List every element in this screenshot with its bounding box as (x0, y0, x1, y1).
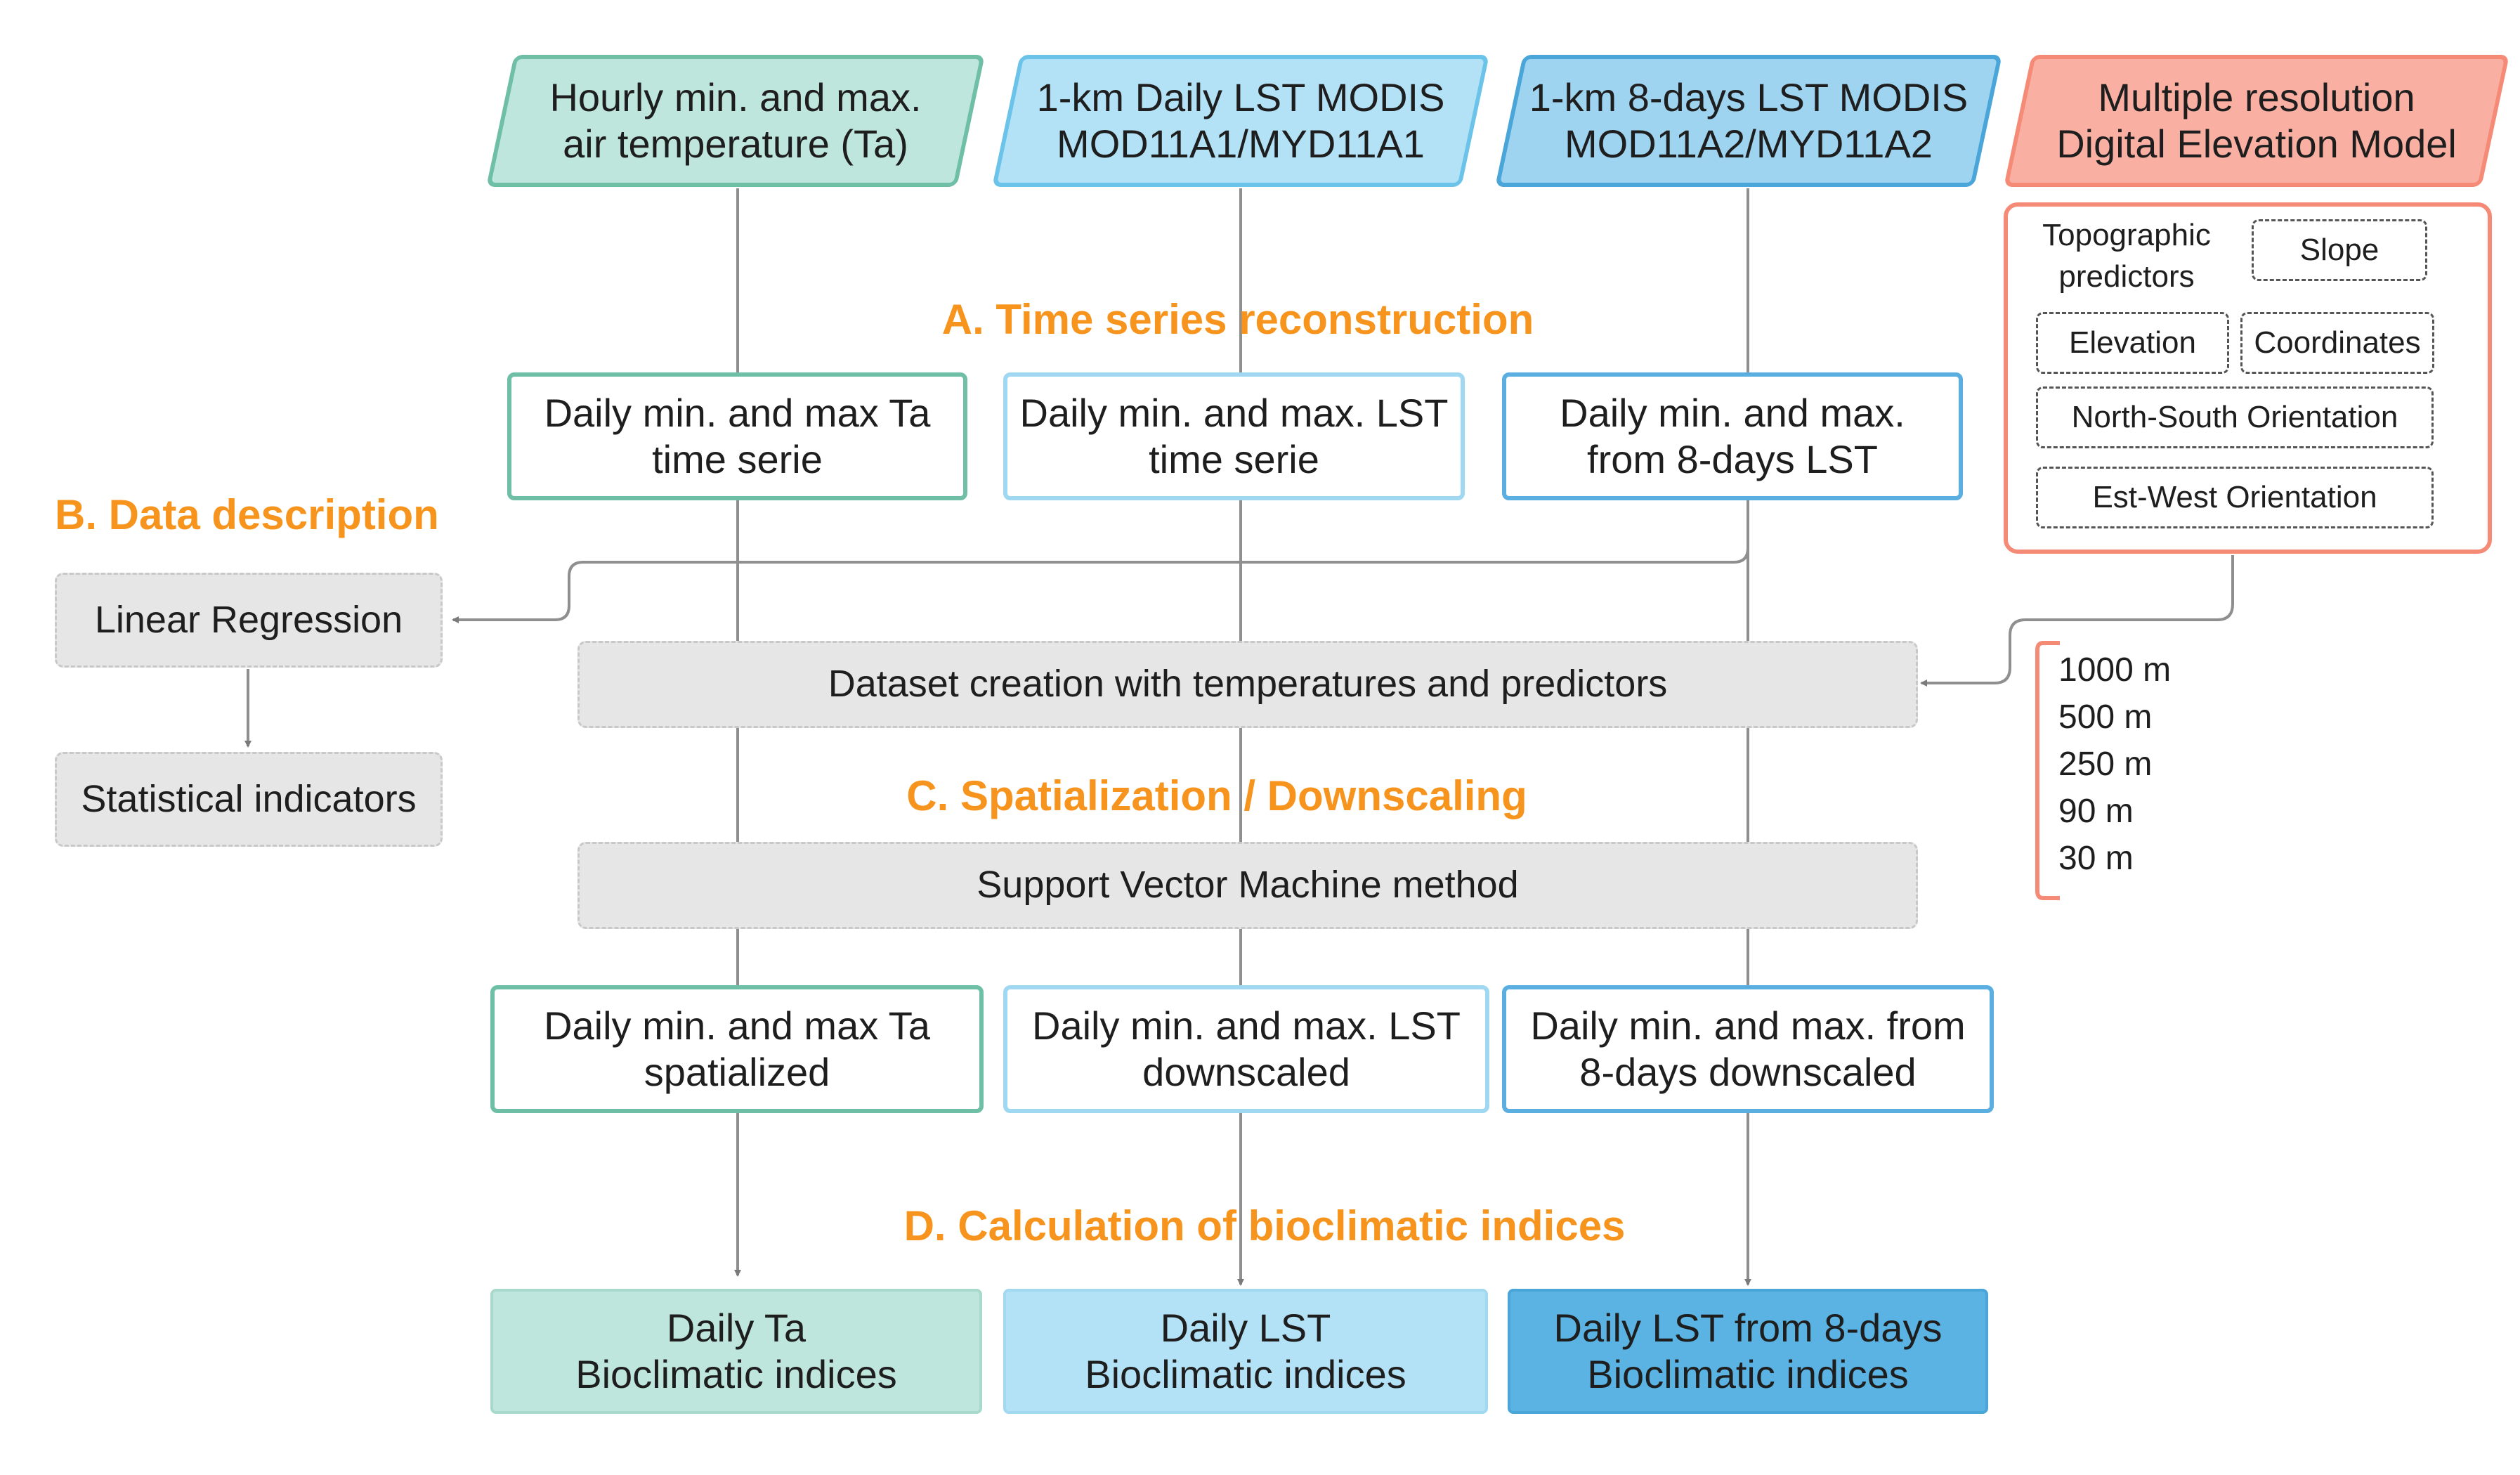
box-line: Daily min. and max. LST (1019, 390, 1449, 435)
box-line: Daily Ta (666, 1305, 807, 1350)
eightday-downscaled-box: Daily min. and max. from 8-days downscal… (1502, 985, 1994, 1113)
box-line: Daily LST from 8-days (1553, 1305, 1943, 1350)
resolution-item: 30 m (2058, 840, 2134, 877)
label-line: predictors (2058, 259, 2195, 294)
box-line: Daily min. and max Ta (544, 1003, 930, 1048)
daily-lst-input: 1-km Daily LST MODIS MOD11A1/MYD11A1 (992, 55, 1489, 187)
topographic-predictors-label: Topographic predictors (2025, 214, 2228, 298)
box-line: Bioclimatic indices (1587, 1352, 1909, 1396)
box-line: Bioclimatic indices (575, 1352, 897, 1396)
box-line: 8-days downscaled (1579, 1050, 1917, 1094)
label-line: Topographic (2042, 218, 2211, 252)
resolution-item: 90 m (2058, 793, 2134, 830)
section-b-heading: B. Data description (55, 491, 439, 538)
box-line: Bioclimatic indices (1085, 1352, 1406, 1396)
coordinates-predictor: Coordinates (2240, 312, 2434, 374)
box-line: Daily min. and max Ta (544, 390, 931, 435)
box-line: spatialized (644, 1050, 830, 1094)
box-line: Daily min. and max. LST (1032, 1003, 1461, 1048)
ta-time-series-box: Daily min. and max Ta time serie (507, 372, 967, 500)
input-line: MOD11A2/MYD11A2 (1565, 122, 1933, 166)
resolution-bracket (2035, 641, 2060, 900)
lst-downscaled-box: Daily min. and max. LST downscaled (1003, 985, 1489, 1113)
elevation-predictor: Elevation (2036, 312, 2229, 374)
dem-resolution-list: 1000 m 500 m 250 m 90 m 30 m (2058, 646, 2171, 882)
dem-input: Multiple resolution Digital Elevation Mo… (2004, 55, 2509, 187)
input-line: Hourly min. and max. (549, 74, 922, 119)
air-temperature-input: Hourly min. and max. air temperature (Ta… (486, 55, 985, 187)
svm-method-box: Support Vector Machine method (577, 842, 1918, 929)
statistical-indicators-box: Statistical indicators (55, 752, 443, 847)
north-south-predictor: North-South Orientation (2036, 386, 2434, 448)
est-west-predictor: Est-West Orientation (2036, 467, 2434, 528)
dem-connector (1920, 555, 2234, 687)
slope-predictor: Slope (2252, 219, 2427, 281)
input-line: MOD11A1/MYD11A1 (1057, 122, 1425, 166)
box-line: time serie (652, 437, 823, 481)
section-c-heading: C. Spatialization / Downscaling (906, 772, 1527, 819)
box-line: Daily min. and max. from (1530, 1003, 1966, 1048)
ta-bioclimatic-output: Daily Ta Bioclimatic indices (490, 1289, 982, 1414)
ta-spatialized-box: Daily min. and max Ta spatialized (490, 985, 984, 1113)
box-line: from 8-days LST (1587, 437, 1878, 481)
input-line: 1-km 8-days LST MODIS (1529, 74, 1969, 119)
box-line: Daily LST (1160, 1305, 1331, 1350)
topographic-predictors-panel (2004, 202, 2492, 554)
resolution-item: 250 m (2058, 746, 2153, 783)
lst-bioclimatic-output: Daily LST Bioclimatic indices (1003, 1289, 1488, 1414)
resolution-item: 1000 m (2058, 651, 2172, 689)
resolution-item: 500 m (2058, 698, 2153, 736)
eightday-bioclimatic-output: Daily LST from 8-days Bioclimatic indice… (1508, 1289, 1988, 1414)
regression-connector (452, 547, 1749, 623)
input-line: 1-km Daily LST MODIS (1036, 74, 1445, 119)
eightday-time-series-box: Daily min. and max. from 8-days LST (1502, 372, 1963, 500)
section-a-heading: A. Time series reconstruction (941, 296, 1534, 343)
dataset-creation-box: Dataset creation with temperatures and p… (577, 641, 1918, 728)
input-line: Multiple resolution (2098, 74, 2415, 119)
box-line: Daily min. and max. (1560, 390, 1905, 435)
input-line: Digital Elevation Model (2056, 122, 2457, 166)
box-line: downscaled (1142, 1050, 1350, 1094)
eightday-lst-input: 1-km 8-days LST MODIS MOD11A2/MYD11A2 (1495, 55, 2002, 187)
box-line: time serie (1149, 437, 1319, 481)
input-line: air temperature (Ta) (563, 122, 908, 166)
linear-regression-box: Linear Regression (55, 573, 443, 668)
section-d-heading: D. Calculation of bioclimatic indices (903, 1202, 1626, 1249)
lst-time-series-box: Daily min. and max. LST time serie (1003, 372, 1465, 500)
